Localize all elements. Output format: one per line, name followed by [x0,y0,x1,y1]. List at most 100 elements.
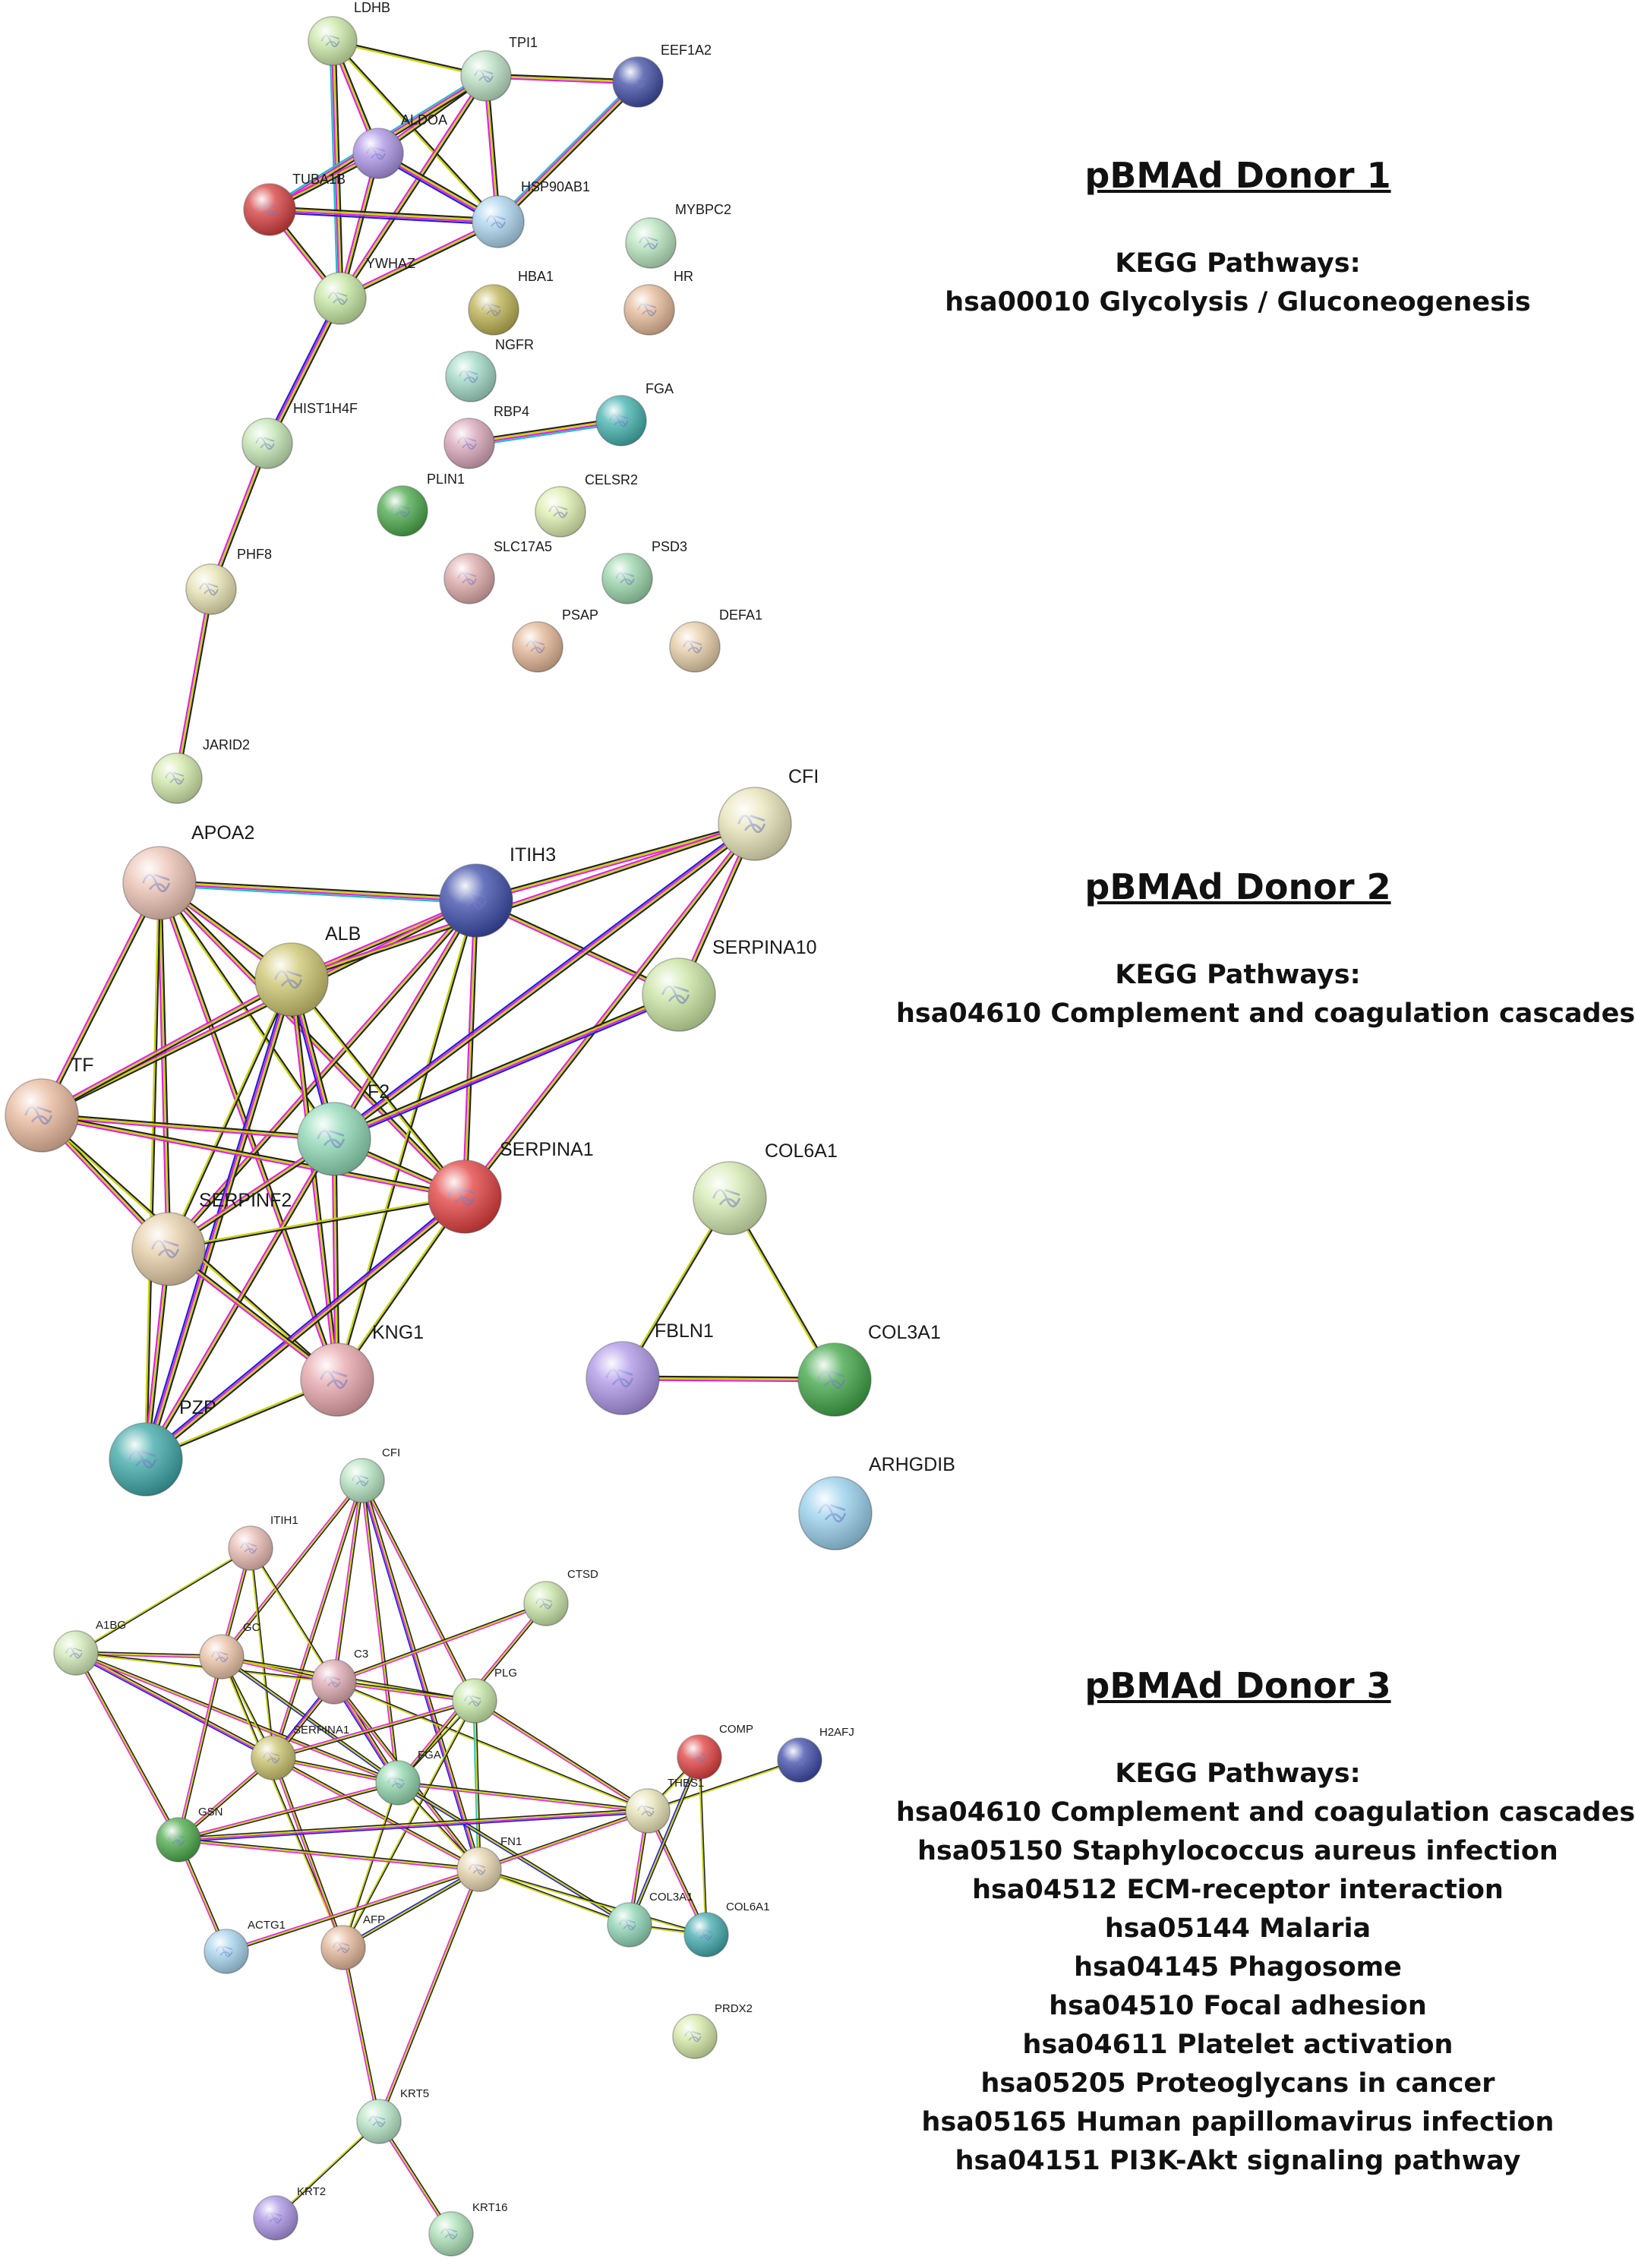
protein-node-serpinf2[interactable]: SERPINF2 [131,1190,292,1286]
protein-node-tf[interactable]: TF [5,1055,94,1153]
protein-node-pzp[interactable]: PZP [109,1397,216,1497]
protein-node-tpi1[interactable]: TPI1 [460,35,538,102]
edge-evidence-line [478,1809,648,1869]
protein-node-cfi[interactable]: CFI [718,766,819,861]
protein-node-hba1[interactable]: HBA1 [468,269,554,336]
node-highlight [469,285,519,335]
edge-evidence-line [169,901,478,1251]
edge-evidence-line [333,1681,475,1702]
edge-evidence-line [485,77,638,85]
protein-node-gc[interactable]: GC [199,1621,260,1680]
protein-node-mybpc2[interactable]: MYBPC2 [625,202,731,269]
protein-node-col3a1[interactable]: COL3A1 [797,1322,941,1417]
edge-evidence-line [220,1657,398,1785]
protein-node-comp[interactable]: COMP [677,1723,753,1780]
edge-evidence-line [475,1699,649,1811]
protein-node-fga[interactable]: FGA [595,381,674,446]
protein-node-kng1[interactable]: KNG1 [300,1322,424,1417]
protein-node-rbp4[interactable]: RBP4 [443,404,529,469]
protein-node-ngfr[interactable]: NGFR [445,337,534,402]
interaction-edge [249,1547,336,1683]
protein-node-ldhb[interactable]: LDHB [308,0,390,66]
interaction-edge [336,1195,466,1381]
protein-node-fga[interactable]: FGA [375,1749,441,1806]
edge-evidence-line [178,1783,399,1842]
protein-node-hsp90ab1[interactable]: HSP90AB1 [472,179,590,248]
protein-node-hr[interactable]: HR [623,269,693,336]
protein-node-psap[interactable]: PSAP [512,607,598,673]
edge-evidence-line [292,979,340,1380]
node-label: NGFR [495,337,534,352]
protein-node-eef1a2[interactable]: EEF1A2 [612,43,712,108]
edge-evidence-line [335,901,479,1140]
edge-evidence-line [340,222,500,301]
edge-evidence-line [333,39,487,76]
protein-node-apoa2[interactable]: APOA2 [122,822,254,920]
protein-node-itih1[interactable]: ITIH1 [228,1514,298,1571]
protein-node-serpina1[interactable]: SERPINA1 [428,1139,594,1234]
protein-node-a1bg[interactable]: A1BG [53,1619,126,1676]
protein-node-col6a1[interactable]: COL6A1 [683,1901,770,1957]
protein-node-fbln1[interactable]: FBLN1 [586,1320,714,1415]
protein-node-c3[interactable]: C3 [311,1648,368,1705]
node-highlight [376,1761,420,1805]
edge-evidence-line [472,1701,479,1870]
interaction-edge [271,1480,365,1759]
edge-evidence-line [333,39,500,222]
node-highlight [314,273,366,324]
protein-node-plg[interactable]: PLG [452,1667,517,1724]
protein-node-plin1[interactable]: PLIN1 [377,472,465,537]
protein-node-krt16[interactable]: KRT16 [428,2201,507,2257]
protein-node-afp[interactable]: AFP [320,1913,385,1970]
protein-node-phf8[interactable]: PHF8 [185,547,272,615]
interaction-edge [178,1837,480,1872]
edge-evidence-line [334,824,756,1140]
protein-node-ctsd[interactable]: CTSD [523,1568,598,1626]
protein-node-psd3[interactable]: PSD3 [601,539,687,604]
protein-node-krt2[interactable]: KRT2 [253,2185,326,2241]
edge-evidence-line [648,1760,800,1812]
protein-node-h2afj[interactable]: H2AFJ [777,1726,854,1783]
protein-node-gsn[interactable]: GSN [156,1806,223,1863]
protein-node-alb[interactable]: ALB [254,923,361,1017]
protein-node-jarid2[interactable]: JARID2 [151,737,250,804]
node-highlight [461,51,511,101]
interaction-edge [274,2120,380,2219]
protein-node-serpina1[interactable]: SERPINA1 [251,1724,349,1781]
edge-evidence-line [362,1480,481,1869]
protein-node-defa1[interactable]: DEFA1 [669,607,762,673]
node-label: TUBA1B [292,172,346,187]
protein-node-f2[interactable]: F2 [297,1081,390,1176]
node-label: CELSR2 [585,472,638,487]
protein-node-thbs1[interactable]: THBS1 [625,1777,704,1834]
protein-node-itih3[interactable]: ITIH3 [439,844,556,938]
interaction-edge [332,821,757,1142]
edge-evidence-line [475,901,679,998]
node-label: C3 [354,1648,368,1661]
protein-node-col6a1[interactable]: COL6A1 [693,1140,838,1235]
edge-evidence-line [333,991,679,1137]
protein-node-hist1h4f[interactable]: HIST1H4F [241,401,358,469]
protein-node-actg1[interactable]: ACTG1 [204,1919,286,1974]
edge-evidence-line [144,1195,465,1459]
protein-node-cfi[interactable]: CFI [339,1446,400,1503]
edge-evidence-line [338,74,485,298]
protein-node-prdx2[interactable]: PRDX2 [672,2002,753,2059]
edge-evidence-line [146,979,294,1460]
protein-node-celsr2[interactable]: CELSR2 [535,472,638,538]
protein-node-tuba1b[interactable]: TUBA1B [243,172,346,236]
protein-node-serpina10[interactable]: SERPINA10 [642,937,817,1032]
protein-node-fn1[interactable]: FN1 [456,1835,522,1892]
edge-evidence-line [178,1656,223,1841]
edge-evidence-line [39,882,159,1115]
kegg-pathway: hsa05205 Proteoglycans in cancer [980,2068,1495,2099]
edge-evidence-line [343,1947,381,2121]
protein-node-arhgdib[interactable]: ARHGDIB [798,1454,955,1550]
edge-evidence-line [291,822,756,981]
protein-node-aldoa[interactable]: ALDOA [352,112,447,179]
protein-node-krt5[interactable]: KRT5 [356,2087,429,2144]
edge-evidence-line [222,1654,399,1783]
protein-node-ywhaz[interactable]: YWHAZ [314,256,415,325]
protein-node-slc17a5[interactable]: SLC17A5 [443,539,552,604]
protein-node-col3a1[interactable]: COL3A1 [607,1891,693,1948]
